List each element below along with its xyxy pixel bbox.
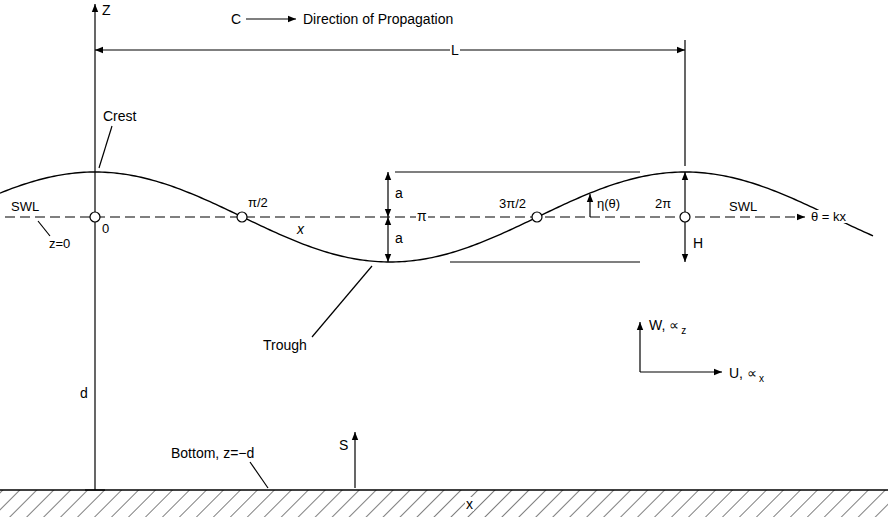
dimension-label: d bbox=[79, 386, 89, 400]
extension-line bbox=[450, 261, 640, 262]
axis-label: x bbox=[465, 497, 474, 511]
phase-label: 0 bbox=[101, 222, 110, 235]
axis-label: x bbox=[296, 222, 305, 236]
velocity-axis bbox=[640, 371, 722, 372]
celerity-label: C bbox=[230, 12, 242, 26]
extension-line bbox=[395, 171, 640, 172]
amplitude-dimension bbox=[387, 172, 388, 217]
amplitude-dimension bbox=[387, 217, 388, 262]
dimension-label: L bbox=[450, 43, 460, 57]
dimension-label: a bbox=[394, 231, 404, 245]
axis-label: Z bbox=[101, 3, 112, 17]
celerity-arrow bbox=[246, 18, 296, 19]
leader-line bbox=[99, 126, 112, 168]
leader-line bbox=[38, 221, 50, 236]
depth-tick bbox=[85, 489, 105, 490]
extension-line bbox=[684, 40, 685, 166]
phase-marker bbox=[680, 212, 690, 222]
axis-label: θ = kx bbox=[810, 210, 847, 223]
datum-label: z=0 bbox=[48, 237, 71, 250]
phase-label: π/2 bbox=[247, 196, 269, 209]
phase-label: 3π/2 bbox=[498, 197, 527, 210]
bottom-line bbox=[0, 489, 888, 491]
wavelength-dimension bbox=[95, 49, 685, 50]
phase-marker bbox=[90, 212, 100, 222]
velocity-label: W, ∝ bbox=[648, 318, 680, 332]
subscript: x bbox=[758, 374, 765, 384]
phase-label: 2π bbox=[654, 197, 672, 210]
wave-profile bbox=[0, 172, 873, 262]
elevation-arrow bbox=[589, 194, 590, 217]
seabed-hatching bbox=[0, 490, 888, 517]
swl-label: SWL bbox=[10, 200, 40, 213]
phase-marker bbox=[237, 212, 247, 222]
bottom-label: Bottom, z=−d bbox=[170, 446, 255, 460]
leader-line bbox=[250, 462, 268, 488]
subscript: z bbox=[680, 326, 687, 336]
dimension-label: a bbox=[394, 186, 404, 200]
leader-line bbox=[312, 266, 372, 337]
elevation-label: η(θ) bbox=[596, 197, 621, 210]
s-axis bbox=[354, 432, 355, 488]
swl-label: SWL bbox=[728, 200, 758, 213]
phase-marker bbox=[532, 212, 542, 222]
velocity-axis bbox=[639, 322, 640, 372]
z-axis bbox=[94, 4, 95, 490]
trough-label: Trough bbox=[262, 338, 308, 352]
axis-label: S bbox=[338, 438, 349, 452]
direction-label: Direction of Propagation bbox=[302, 12, 454, 26]
velocity-label: U, ∝ bbox=[728, 366, 758, 380]
dimension-label: H bbox=[692, 236, 704, 250]
phase-label: π bbox=[416, 209, 428, 223]
crest-label: Crest bbox=[102, 109, 137, 123]
